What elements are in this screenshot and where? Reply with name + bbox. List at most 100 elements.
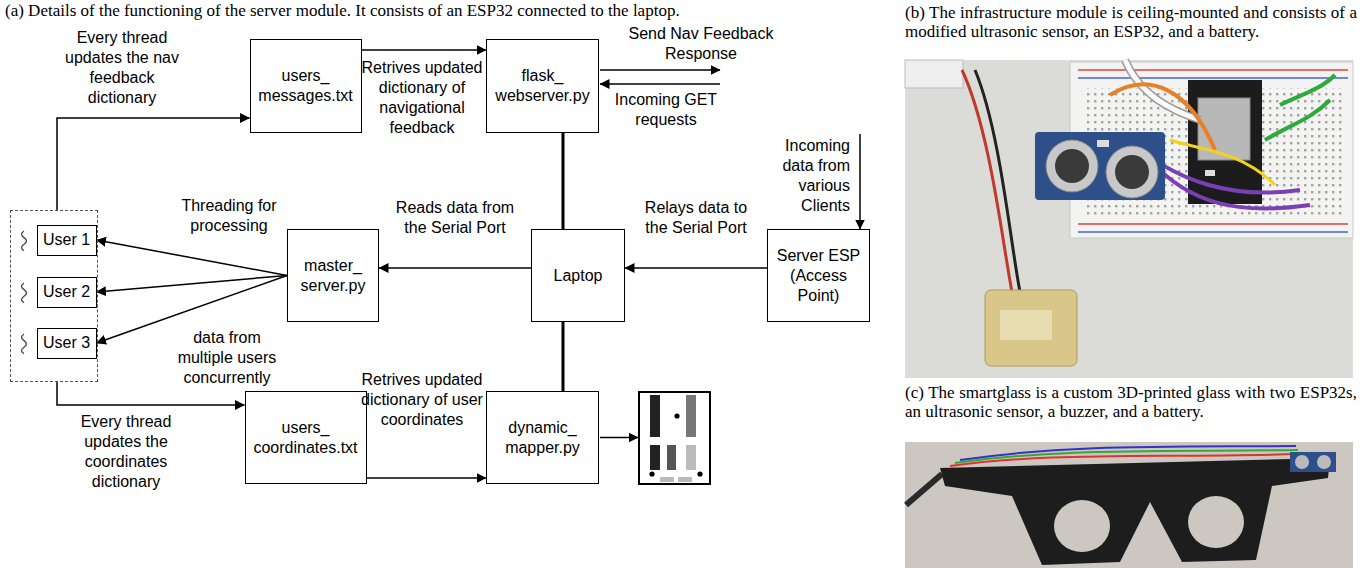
process-box: Laptop [531,229,625,322]
drawing-path [940,458,1330,565]
box-label: users_ messages.txt [256,66,356,106]
edge-label: Every thread updates the coordinates dic… [64,412,188,492]
annotation-label: Incoming data from various Clients [756,136,850,216]
drawing-rect [1205,170,1215,176]
edge-label: Retrives updated dictionary of user coor… [360,370,484,430]
subfigure-caption: (b) The infrastructure module is ceiling… [905,3,1357,41]
drawing-circle [649,471,654,476]
box-label: Laptop [537,266,619,286]
drawing-rect [1097,140,1109,147]
process-box: User 1 [37,225,97,256]
drawing-line [600,437,638,439]
edge-label: Threading for processing [172,196,286,236]
subfigure-caption: (c) The smartglass is a custom 3D-printe… [905,383,1357,421]
process-box: master_ server.py [287,229,379,322]
box-label: users_ coordinates.txt [251,418,361,458]
drawing-rect [905,60,963,88]
connector-arrow [97,276,288,293]
drawing-path [1170,140,1275,185]
connector-arrow [367,477,487,479]
connector-arrow [97,240,288,276]
process-box: users_ messages.txt [250,39,362,133]
connector-arrow [625,267,767,269]
process-box: Server ESP (Access Point) [767,229,870,322]
drawing-circle [674,413,679,418]
drawing-path [975,70,1020,292]
drawing-circle [1055,149,1089,183]
drawing-circle [1317,455,1331,469]
box-label: dynamic_ mapper.py [492,418,593,458]
floor-map [639,392,710,484]
drawing-circle [697,471,702,476]
edge-label: Every thread updates the nav feedback di… [62,28,182,108]
connector-arrow [562,133,565,229]
annotation-label: Incoming GET requests [608,90,724,130]
drawing-path [955,450,1298,463]
drawing-path [22,231,27,251]
drawing-rect [1188,80,1262,204]
infrastructure-photo [905,60,1353,378]
smartglass-photo [905,442,1353,568]
box-label: User 2 [41,282,93,302]
process-box: flask_ webserver.py [486,39,599,133]
box-label: master_ server.py [293,256,373,296]
drawing-rect [686,395,696,437]
drawing-path [950,454,1300,466]
connector-arrow [379,267,531,269]
drawing-rect [1290,452,1336,472]
drawing-line [1078,69,1348,71]
drawing-rect [650,445,660,470]
process-box: User 3 [37,328,97,359]
thread-squiggles [22,231,27,354]
edge-label: Reads data from the Serial Port [392,198,518,238]
drawing-rect [678,477,692,482]
box-label: User 3 [41,333,93,353]
connector-arrow [562,322,565,391]
drawing-circle [1295,455,1309,469]
drawing-line [1078,77,1348,79]
drawing-rect [686,445,696,470]
connector-arrow [362,49,487,51]
drawing-path [22,283,27,303]
drawing-line [906,474,942,505]
drawing-rect [905,442,1353,568]
drawing-rect [905,60,1353,378]
drawing-rect [650,395,660,437]
box-label: User 1 [41,230,93,250]
drawing-rect [985,290,1077,366]
edge-label: Relays data to the Serial Port [632,198,760,238]
annotation-label: Send Nav Feedback Response [606,24,796,64]
box-label: flask_ webserver.py [492,66,593,106]
drawing-ellipse [1054,500,1110,552]
drawing-rect [1000,310,1052,340]
drawing-rect [905,60,1353,378]
drawing-rect [639,392,710,484]
process-box: users_ coordinates.txt [245,391,367,484]
drawing-path [960,446,1296,460]
drawing-line [1078,231,1348,233]
drawing-path [1265,100,1330,140]
drawing-line [1078,223,1348,225]
box-label: Server ESP (Access Point) [773,246,864,306]
process-box: dynamic_ mapper.py [486,391,599,484]
edge-label: data from multiple users concurrently [168,328,286,388]
drawing-circle [1106,146,1158,198]
drawing-line [859,134,861,229]
process-box: User 2 [37,277,97,308]
drawing-rect [1035,132,1165,200]
figure-caption: (a) Details of the functioning of the se… [5,1,895,20]
drawing-line [600,69,720,71]
drawing-line [600,83,720,85]
edge-label: Retrives updated dictionary of navigatio… [360,58,484,138]
drawing-path [22,334,27,354]
drawing-rect [660,477,674,482]
drawing-circle [1046,140,1098,192]
drawing-circle [1115,155,1149,189]
drawing-rect [667,445,676,470]
connector-arrow [57,118,250,210]
group-box: User 1 User 2 User 3 [10,210,98,382]
